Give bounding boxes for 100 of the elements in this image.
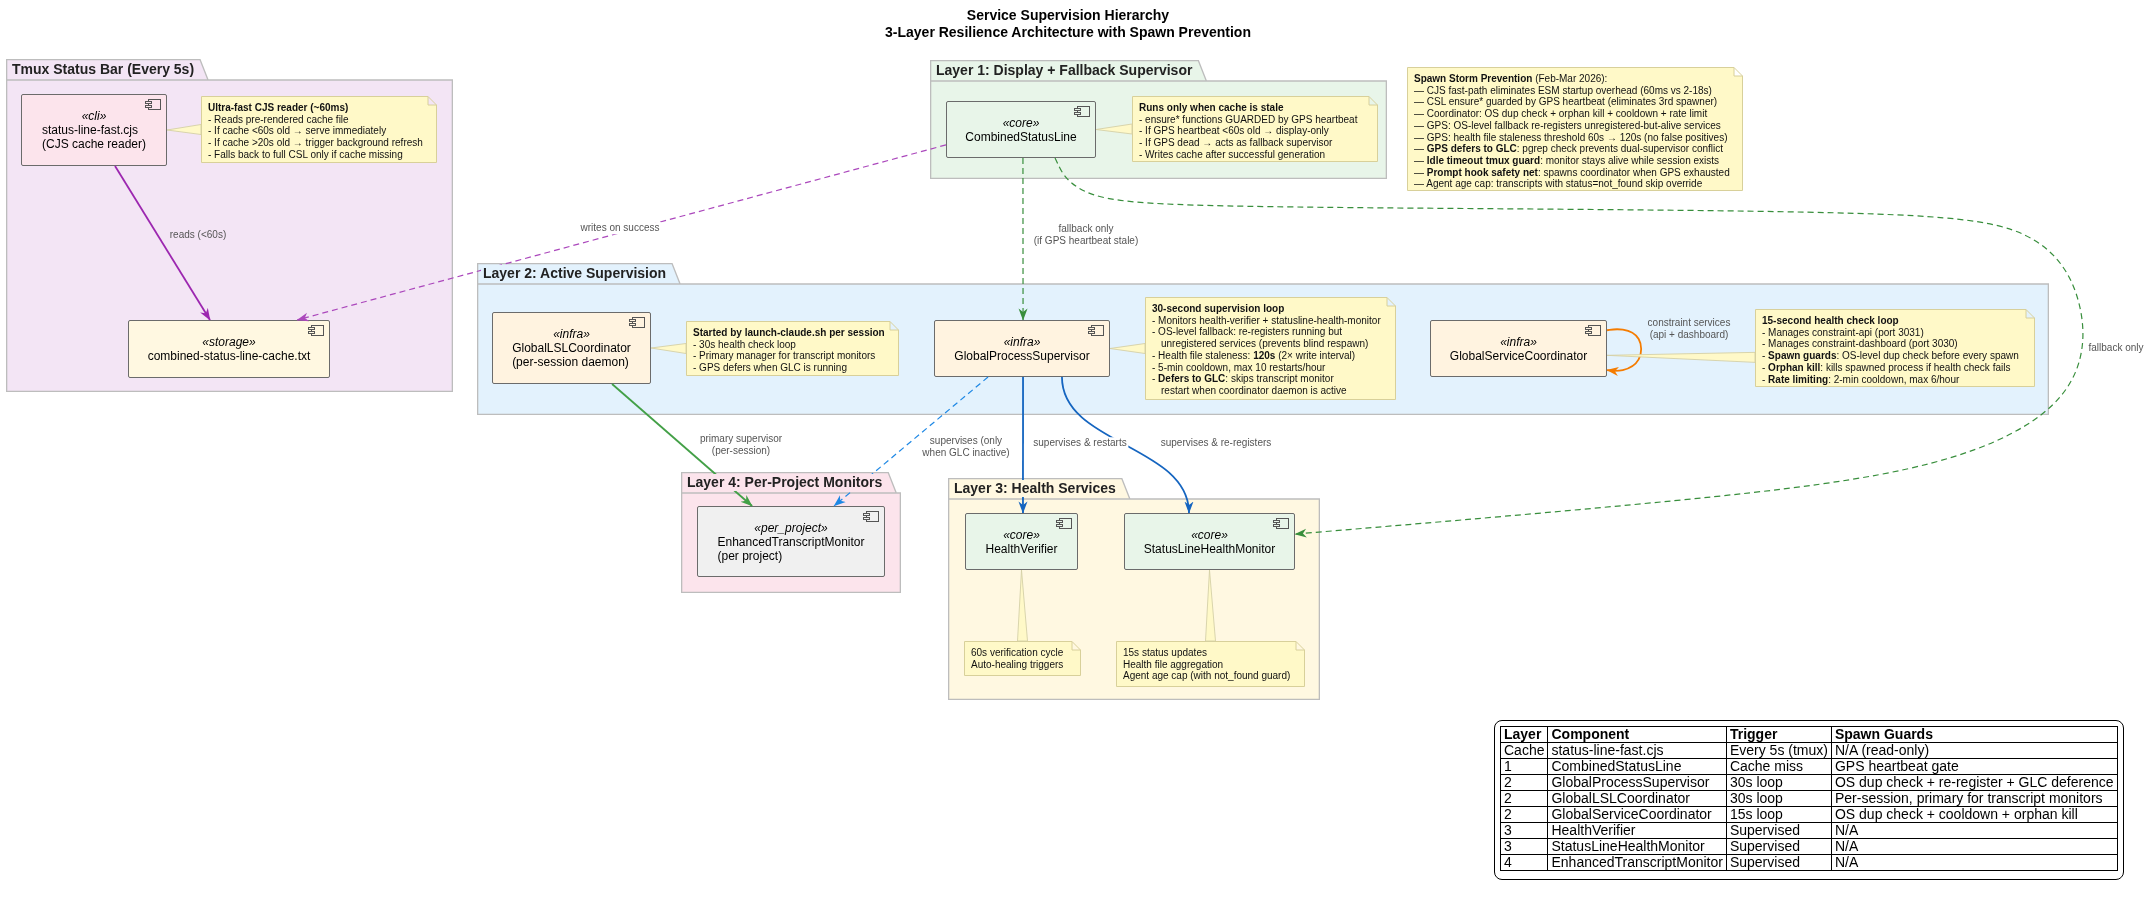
- note-text: - If GPS dead → acts as fallback supervisor: [1139, 137, 1334, 149]
- arrow: [114, 165, 211, 321]
- table-cell: GPS heartbeat gate: [1831, 758, 2118, 775]
- note-text: Spawn Storm Prevention (Feb-Mar 2026):: [1414, 73, 1609, 85]
- note-text: — GPS: OS-level fallback re-registers unregistered-but-alive services: [1414, 119, 1722, 132]
- package-title: Layer 4: Per-Project Monitors: [685, 474, 885, 491]
- note-text: Auto-healing triggers: [971, 658, 1065, 671]
- component-box: [946, 101, 1096, 158]
- note-text: - Manages constraint-dashboard (port 3030): [1762, 338, 1959, 351]
- table-cell: CombinedStatusLine: [1547, 758, 1727, 775]
- note-text: - 30s health check loop: [693, 338, 797, 351]
- edge-label: constraint services (api + dashboard): [1645, 316, 1733, 340]
- package-title: Layer 3: Health Services: [952, 480, 1118, 497]
- note-text: — CJS fast-path eliminates ESM startup overhead (60ms vs 2-18s): [1414, 84, 1713, 97]
- table-cell: StatusLineHealthMonitor: [1547, 838, 1727, 855]
- note-text: - 5-min cooldown, max 10 restarts/hour: [1152, 361, 1327, 374]
- arrow: [833, 376, 989, 507]
- note-heading: Runs only when cache is stale: [1139, 102, 1285, 114]
- arrow: [1054, 157, 2084, 538]
- column-header: Layer: [1500, 726, 1548, 743]
- component-box: [21, 94, 167, 166]
- self-loop-arrow: [1606, 328, 1643, 377]
- edge-label: reads (<60s): [167, 229, 229, 241]
- note-text: - Writes cache after successful generation: [1139, 148, 1326, 161]
- note-text: — Idle timeout tmux guard: monitor stays alive while session exists: [1414, 154, 1721, 167]
- component-box: [128, 320, 330, 378]
- table-cell: status-line-fast.cjs: [1547, 742, 1727, 759]
- table-cell: EnhancedTranscriptMonitor: [1547, 854, 1727, 871]
- table-cell: 15s loop: [1726, 806, 1832, 823]
- note-text: - Rate limiting: 2-min cooldown, max 6/hour: [1762, 373, 1961, 386]
- edge-label: supervises & restarts: [1031, 437, 1129, 449]
- table-cell: 2: [1500, 790, 1548, 807]
- edge-label: fallback only (if GPS heartbeat stale): [1031, 222, 1141, 246]
- note-text: - If cache >20s old → trigger background refresh: [208, 137, 424, 149]
- note-text: - Defers to GLC: skips transcript monitor restart when coordinator daemon is active: [1152, 373, 1348, 397]
- table-cell: 30s loop: [1726, 790, 1832, 807]
- stereotype-label: «infra»: [1003, 334, 1041, 349]
- table-cell: Supervised: [1726, 838, 1832, 855]
- note-heading: Ultra-fast CJS reader (~60ms): [208, 102, 350, 114]
- note-text: - Falls back to full CSL only if cache missing: [208, 148, 404, 161]
- stereotype-label: «infra»: [1500, 334, 1537, 349]
- note-text: — Prompt hook safety net: spawns coordinator when GPS exhausted: [1414, 166, 1731, 179]
- package-title: Layer 2: Active Supervision: [481, 265, 669, 282]
- note-connector: [1095, 123, 1133, 135]
- component-name: StatusLineHealthMonitor: [1143, 541, 1276, 556]
- table-cell: Supervised: [1726, 854, 1832, 871]
- arrow: [1018, 157, 1028, 321]
- table-cell: 2: [1500, 806, 1548, 823]
- edge-label: supervises (only when GLC inactive): [920, 434, 1012, 458]
- note-text: Health file aggregation: [1123, 658, 1225, 671]
- arrow: [296, 144, 947, 322]
- note-text: — Coordinator: OS dup check + orphan kill + cooldown + rate limit: [1414, 108, 1709, 120]
- column-header: Component: [1547, 726, 1727, 743]
- component-box: [492, 312, 651, 384]
- note-text: - If cache <60s old → serve immediately: [208, 125, 388, 138]
- table-cell: N/A (read-only): [1831, 742, 2118, 759]
- edge-label: primary supervisor (per-session): [697, 432, 785, 456]
- note-connector: [166, 124, 202, 135]
- note-text: — GPS: health file staleness threshold 60s → 120s (no false positives): [1414, 131, 1729, 144]
- component-box: [934, 320, 1110, 377]
- note-text: - Orphan kill: kills spawned process if health check fails: [1762, 361, 2012, 374]
- component-box: [1124, 513, 1295, 570]
- table-cell: 1: [1500, 758, 1548, 775]
- table-cell: GlobalLSLCoordinator: [1547, 790, 1727, 807]
- table-cell: OS dup check + re-register + GLC deference: [1831, 774, 2118, 791]
- table-cell: Cache: [1500, 742, 1548, 759]
- table-cell: GlobalServiceCoordinator: [1547, 806, 1727, 823]
- note-text: — CSL ensure* guarded by GPS heartbeat (eliminates 3rd spawner): [1414, 96, 1719, 109]
- note-text: - If GPS heartbeat <60s old → display-only: [1139, 125, 1330, 138]
- table-cell: N/A: [1831, 838, 2118, 855]
- edge-label: fallback only: [2086, 342, 2146, 354]
- component-box: [1430, 320, 1607, 377]
- package-title: Layer 1: Display + Fallback Supervisor: [934, 62, 1195, 79]
- note-text: - Primary manager for transcript monitors: [693, 350, 877, 363]
- note-connector: [1017, 569, 1028, 642]
- edge-label: supervises & re-registers: [1158, 437, 1274, 449]
- note-heading: 15-second health check loop: [1762, 315, 1900, 327]
- note-text: - Monitors health-verifier + statusline-health-monitor: [1152, 314, 1382, 327]
- table-cell: GlobalProcessSupervisor: [1547, 774, 1727, 791]
- component-name: CombinedStatusLine: [965, 129, 1077, 144]
- table-cell: 4: [1500, 854, 1548, 871]
- arrow: [1018, 376, 1028, 514]
- table-cell: 2: [1500, 774, 1548, 791]
- column-header: Spawn Guards: [1831, 726, 2118, 743]
- note-heading: 30-second supervision loop: [1152, 303, 1286, 315]
- note-connector: [1205, 569, 1216, 642]
- component-name: GlobalProcessSupervisor: [954, 348, 1090, 363]
- package-title: Tmux Status Bar (Every 5s): [10, 61, 197, 78]
- component-name: EnhancedTranscriptMonitor (per project): [717, 534, 865, 563]
- component-name: GlobalServiceCoordinator: [1449, 348, 1588, 363]
- table-cell: OS dup check + cooldown + orphan kill: [1831, 806, 2118, 823]
- note-text: - Reads pre-rendered cache file: [208, 113, 350, 126]
- table-cell: N/A: [1831, 854, 2118, 871]
- arrow: [1061, 376, 1192, 514]
- stereotype-label: «infra»: [553, 327, 590, 341]
- table-cell: 3: [1500, 822, 1548, 839]
- table-cell: Supervised: [1726, 822, 1832, 839]
- stereotype-label: «core»: [1002, 115, 1040, 130]
- table-cell: HealthVerifier: [1547, 822, 1727, 839]
- edge-label: writes on success: [578, 222, 662, 234]
